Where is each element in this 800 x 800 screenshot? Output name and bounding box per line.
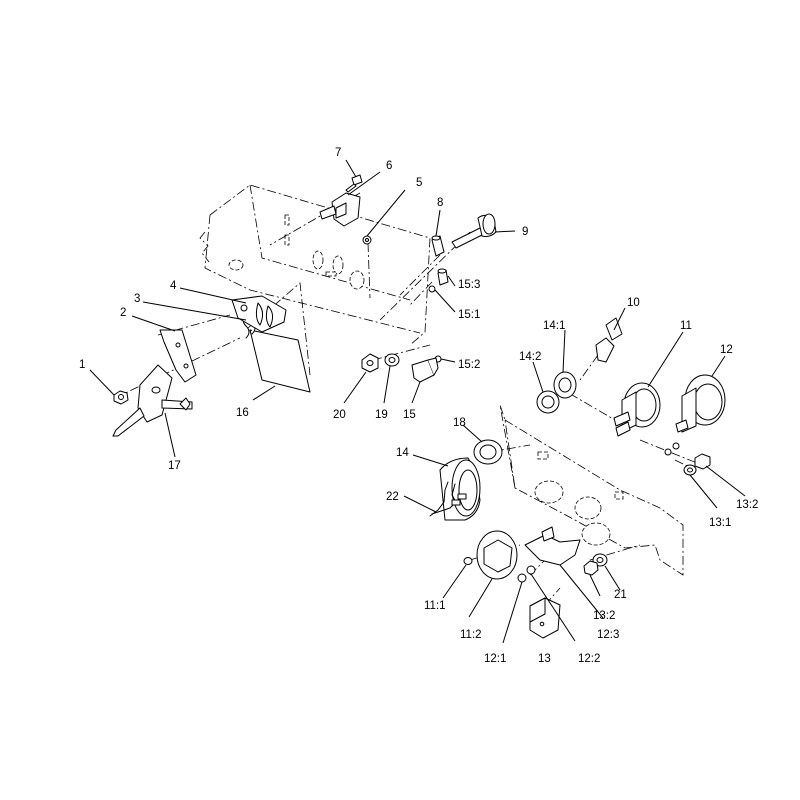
part-14-1-ring (553, 371, 577, 399)
callout-2: 2 (120, 307, 126, 319)
callout-22: 22 (386, 491, 399, 503)
callout-3: 3 (134, 293, 140, 305)
part-13-switch (529, 597, 561, 639)
callout-14: 14 (396, 447, 409, 459)
callout-11-2: 11:2 (460, 629, 482, 641)
part-18-washer (473, 439, 503, 465)
callout-12: 12 (720, 344, 733, 356)
part-1-nut (113, 390, 129, 405)
upper-mounting-bracket (199, 184, 431, 346)
callout-1: 1 (79, 359, 85, 371)
callout-18: 18 (453, 417, 466, 429)
callout-15-2: 15:2 (458, 359, 480, 371)
callout-15-3: 15:3 (458, 279, 480, 291)
part-17-key-lever (112, 364, 193, 437)
callout-13: 13 (538, 653, 551, 665)
part-12-gauge (675, 374, 726, 433)
callout-4: 4 (170, 280, 177, 292)
part-13-2-nut-lower (583, 560, 599, 576)
part-2-bracket-plate (159, 329, 197, 383)
part-14-2-washer (536, 390, 560, 414)
part-15-knob (411, 357, 439, 383)
part-5-clip (362, 235, 372, 245)
part-11-gauge (613, 382, 661, 437)
part-19-washer (384, 353, 400, 367)
callout-labels: 1 2 3 4 5 6 7 8 9 10 11 12 13 14 15 16 1… (79, 147, 758, 665)
part-small-washers (664, 442, 680, 456)
callout-16: 16 (236, 407, 249, 419)
callout-9: 9 (522, 226, 528, 238)
callout-14-2: 14:2 (519, 351, 541, 363)
part-4-latch (231, 295, 287, 333)
callout-13-2-upper: 13:2 (736, 499, 758, 511)
part-10-plug (595, 317, 623, 363)
callout-15-1: 15:1 (458, 309, 480, 321)
part-20-nut (361, 353, 379, 373)
part-7-bolt (345, 174, 363, 193)
callout-11-1: 11:1 (424, 600, 446, 612)
callout-12-3: 12:3 (597, 629, 619, 641)
part-11-1-bushing (463, 557, 473, 565)
part-12-2-ring (526, 565, 536, 575)
callout-5: 5 (416, 177, 422, 189)
part-9-pull-knob (451, 213, 497, 249)
part-8-bushing (431, 235, 445, 257)
callout-21: 21 (614, 589, 627, 601)
callout-19: 19 (375, 409, 388, 421)
callout-17: 17 (168, 460, 181, 472)
callout-20: 20 (333, 409, 346, 421)
callout-12-2: 12:2 (578, 653, 600, 665)
callout-6: 6 (386, 160, 392, 172)
part-12-1-ring (517, 573, 527, 583)
callout-7: 7 (335, 147, 341, 159)
part-13-2-nut-upper (694, 453, 711, 470)
callout-15: 15 (403, 409, 416, 421)
part-14-hour-meter (439, 457, 481, 521)
callout-13-2-lower: 13:2 (593, 610, 615, 622)
part-13-1-washer (683, 464, 697, 476)
instrument-panel (499, 404, 684, 576)
part-15-1-washer (428, 285, 436, 293)
callout-10: 10 (627, 297, 640, 309)
callout-12-1: 12:1 (484, 653, 506, 665)
part-12-3-bracket (524, 526, 581, 566)
leader-lines (89, 159, 746, 644)
part-6-connector (319, 192, 361, 227)
callout-13-1: 13:1 (709, 517, 731, 529)
callout-11: 11 (680, 320, 692, 332)
callout-8: 8 (437, 197, 443, 209)
callout-14-1: 14:1 (543, 320, 565, 332)
part-11-2-bezel (476, 530, 518, 580)
part-15-3-spacer (437, 268, 449, 286)
